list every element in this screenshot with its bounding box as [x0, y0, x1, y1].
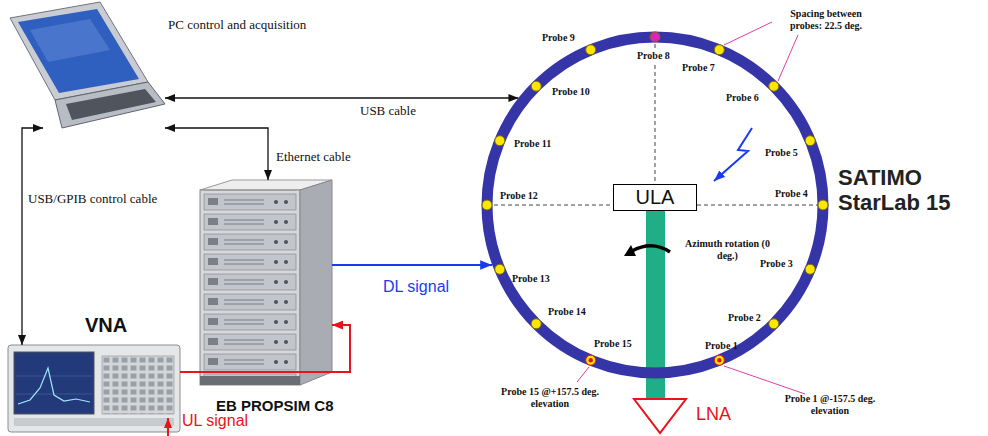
cable-connector	[165, 97, 518, 98]
probe-label: Probe 10	[552, 86, 590, 98]
antenna-array-box: ULA	[613, 184, 698, 211]
leader-line-part	[724, 366, 805, 394]
anechoic-ring-outline-part	[495, 136, 505, 146]
elevation-note: Probe 15 @+157.5 deg. elevation	[490, 386, 610, 409]
ul-signal-arrow	[168, 418, 169, 436]
laptop-computer: PC control and acquisition	[5, 0, 165, 130]
anechoic-ring-outline-part	[650, 32, 660, 42]
laptop-picture-part	[30, 19, 110, 62]
probe-label: Probe 5	[765, 147, 798, 159]
device-label: VNA	[85, 314, 127, 337]
anechoic-ring-outline-part	[818, 200, 828, 210]
leader-line-part	[778, 35, 798, 81]
anechoic-ring-outline-part	[586, 45, 596, 55]
vna-picture-part	[18, 368, 90, 404]
device-label: PC control and acquisition	[168, 18, 306, 33]
vna-picture-part	[14, 418, 174, 426]
cable-connector	[180, 325, 350, 372]
vna-picture-part	[16, 376, 92, 377]
leader-line-part	[577, 367, 589, 382]
anechoic-ring-outline-part	[632, 246, 670, 252]
propsim-rack-picture-part	[300, 180, 332, 385]
leader-line-part	[724, 22, 772, 45]
probe-label: Probe 1	[705, 340, 738, 352]
anechoic-ring-outline-part	[531, 319, 541, 329]
array-label: ULA	[636, 186, 675, 209]
anechoic-ring-outline-part	[714, 355, 724, 365]
anechoic-ring-outline-part	[805, 136, 815, 146]
anechoic-ring-outline-part	[589, 358, 593, 362]
system-label: SATIMO StarLab 15	[838, 165, 968, 216]
amplifier-label: LNA	[696, 404, 731, 425]
laptop-picture	[10, 2, 165, 128]
probe-label: Probe 4	[775, 188, 808, 200]
anechoic-ring-outline-part	[714, 45, 724, 55]
cable-connector	[332, 264, 492, 266]
anechoic-ring-outline-part	[769, 319, 779, 329]
vna-instrument: VNA	[8, 345, 180, 432]
anechoic-ring-outline-part	[495, 264, 505, 274]
probe-label: Probe 9	[542, 32, 575, 44]
rotation-note: Azimuth rotation (0 deg.)	[680, 238, 775, 261]
anechoic-ring: SATIMO StarLab 15ULA	[487, 37, 823, 373]
probe-label: Probe 8	[636, 50, 671, 62]
cable-connector	[22, 128, 43, 345]
amplifier-triangle-outline	[633, 398, 687, 434]
propsim-rack-picture	[200, 180, 332, 385]
ul-signal-arrow-part	[167, 418, 169, 436]
propsim-rack-picture-part	[200, 376, 300, 385]
cable-label: Ethernet cable	[276, 150, 351, 165]
anechoic-ring-outline-part	[805, 264, 815, 274]
probe-label: Probe 7	[682, 62, 715, 74]
elevation-note: Probe 1 @-157.5 deg. elevation	[770, 393, 890, 416]
anechoic-ring-outline-part	[487, 37, 823, 373]
channel-emulator: EB PROPSIM C8	[200, 180, 332, 385]
anechoic-ring-outline-part	[714, 128, 752, 181]
vna-picture	[8, 345, 180, 432]
probe-label: Probe 15	[594, 338, 632, 350]
spacing-note: Spacing between probes: 22.5 deg.	[776, 8, 876, 31]
device-label: EB PROPSIM C8	[216, 397, 334, 414]
probe-label: Probe 2	[728, 312, 761, 324]
amplifier-triangle-outline-part	[634, 399, 686, 433]
anechoic-ring-outline-part	[586, 355, 596, 365]
probe-label: Probe 3	[760, 258, 793, 270]
probe-label: Probe 12	[500, 190, 538, 202]
vna-picture-part	[14, 352, 94, 414]
vna-picture-part	[8, 345, 180, 432]
anechoic-ring-outline-part	[769, 81, 779, 91]
anechoic-ring-outline-part	[717, 358, 721, 362]
anechoic-ring-outline-part	[624, 245, 636, 256]
amplifier-triangle: LNA	[633, 398, 687, 434]
laptop-picture-part	[18, 9, 139, 93]
laptop-picture-part	[55, 82, 165, 128]
probe-label: Probe 13	[512, 273, 550, 285]
signal-name: UL signal	[182, 412, 248, 430]
probe-label: Probe 6	[726, 92, 759, 104]
cable-label: USB cable	[360, 104, 416, 119]
laptop-picture-part	[10, 2, 148, 100]
laptop-picture-part	[66, 89, 156, 120]
vna-picture-part	[102, 356, 174, 414]
anechoic-ring-outline-part	[531, 81, 541, 91]
anechoic-ring-outline-part	[482, 200, 492, 210]
probe-label: Probe 11	[514, 138, 551, 150]
probe-label: Probe 14	[548, 306, 586, 318]
cable-connector	[165, 128, 268, 180]
propsim-rack-picture-part	[200, 190, 300, 385]
cable-label: USB/GPIB control cable	[28, 192, 157, 207]
cable-label: DL signal	[383, 278, 449, 296]
